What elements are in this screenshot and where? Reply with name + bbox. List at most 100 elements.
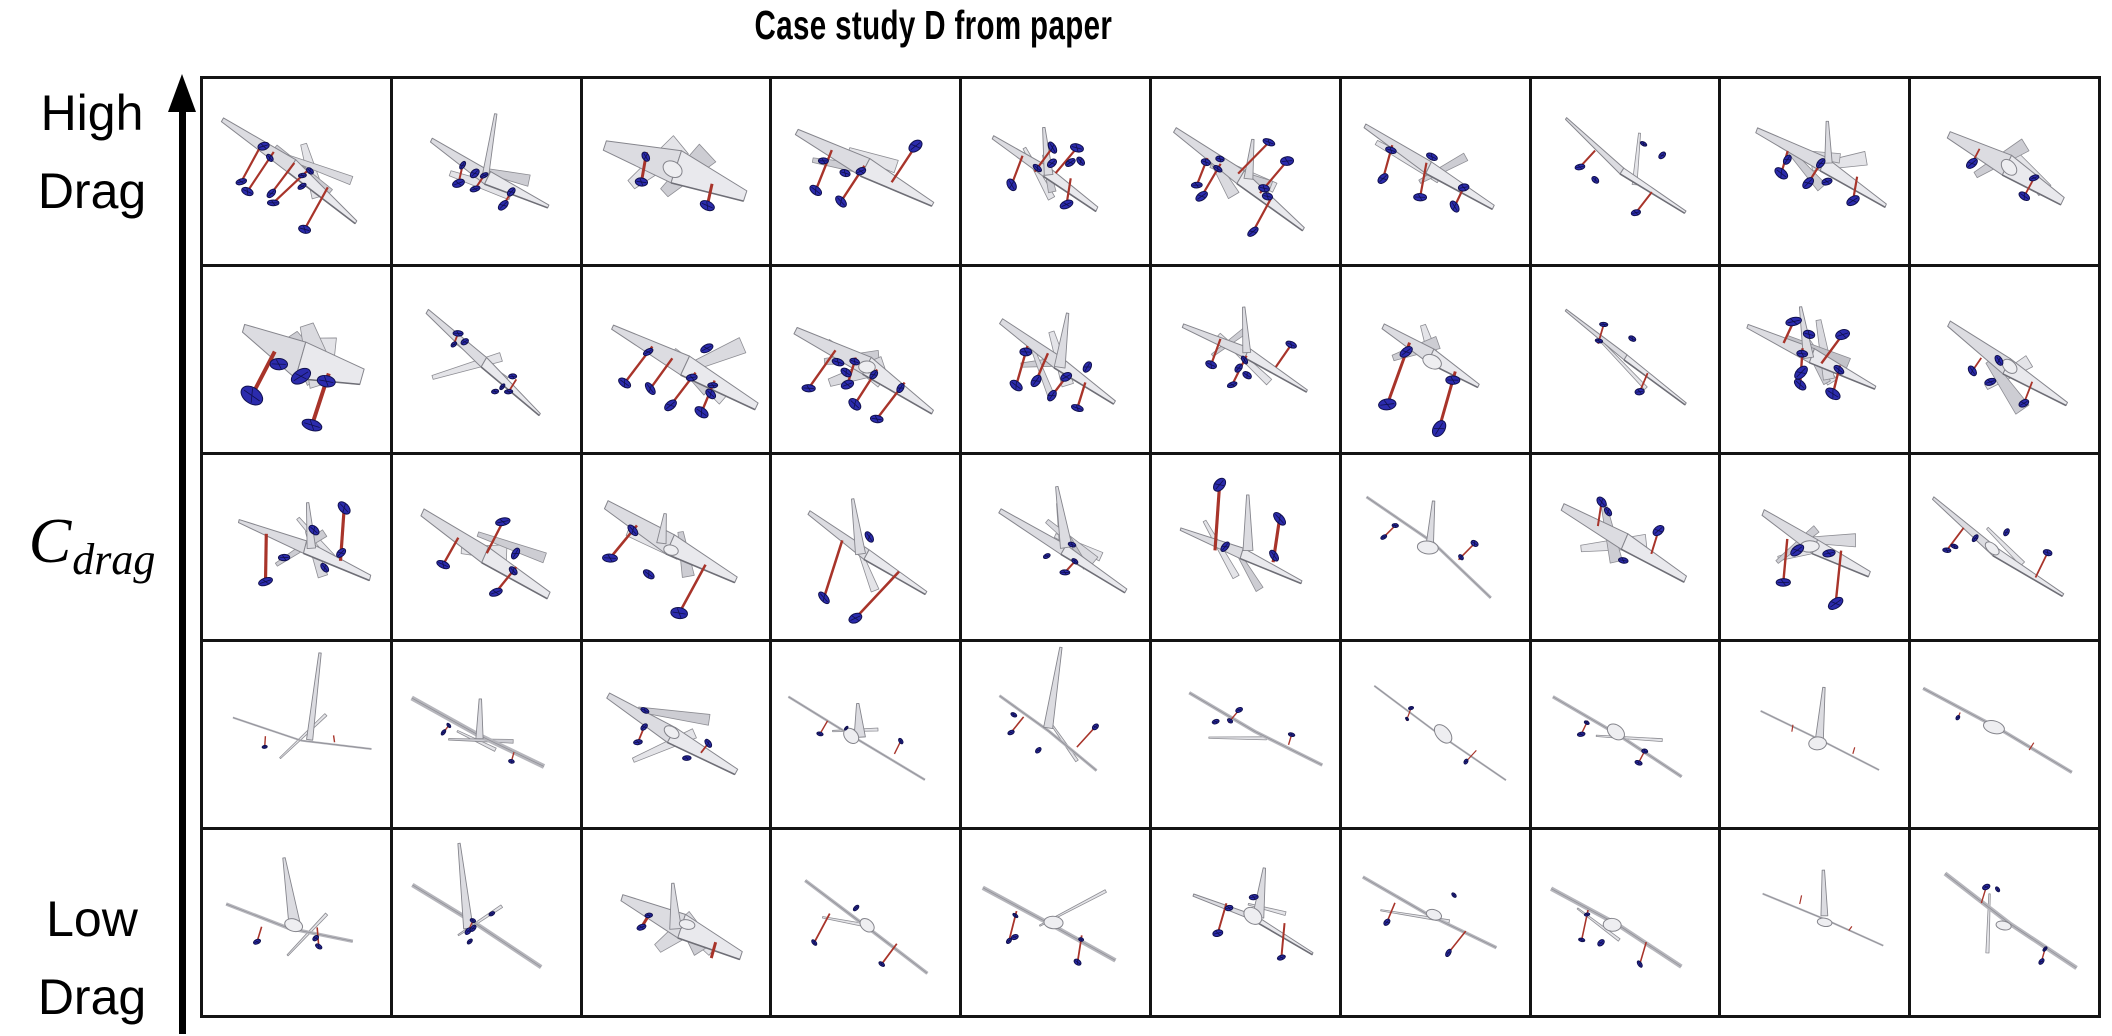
aircraft-render (962, 830, 1149, 1015)
figure-header: Case study D from paper (0, 2, 1866, 49)
grid-cell (203, 830, 390, 1015)
aircraft-render (962, 455, 1149, 640)
grid-cell (772, 79, 959, 264)
grid-cell (393, 79, 580, 264)
aircraft-render (1152, 79, 1339, 264)
aircraft-render (583, 642, 770, 827)
axis-label-low-drag: Low Drag (6, 880, 178, 1036)
grid-cell (583, 267, 770, 452)
grid-cell (1342, 267, 1529, 452)
grid-cell (772, 830, 959, 1015)
grid-cell (1532, 267, 1719, 452)
aircraft-render (1532, 79, 1719, 264)
grid-cell (1532, 79, 1719, 264)
aircraft-render (1342, 267, 1529, 452)
grid-cell (1152, 79, 1339, 264)
aircraft-render (1342, 642, 1529, 827)
grid-cell (583, 642, 770, 827)
grid-cell (393, 267, 580, 452)
grid-cell (583, 455, 770, 640)
drag-coefficient-main: C (29, 505, 72, 576)
grid-cell (1342, 830, 1529, 1015)
aircraft-render (583, 830, 770, 1015)
aircraft-render (1152, 642, 1339, 827)
aircraft-render (203, 79, 390, 264)
grid-cell (393, 642, 580, 827)
grid-cell (772, 267, 959, 452)
grid-cell (1911, 267, 2098, 452)
grid-cell (203, 267, 390, 452)
grid-cell (1911, 455, 2098, 640)
aircraft-render (1342, 455, 1529, 640)
grid-cell (393, 830, 580, 1015)
axis-label-high-line1: High (6, 74, 178, 152)
grid-cell (1152, 830, 1339, 1015)
aircraft-render (393, 455, 580, 640)
grid-cell (1721, 79, 1908, 264)
grid-cell (1342, 642, 1529, 827)
grid-cell (1721, 642, 1908, 827)
grid-cell (1721, 455, 1908, 640)
aircraft-render (393, 830, 580, 1015)
aircraft-render (583, 455, 770, 640)
grid-cell (772, 455, 959, 640)
grid-cell (1342, 455, 1529, 640)
aircraft-render (962, 79, 1149, 264)
grid-cell (1152, 642, 1339, 827)
aircraft-render (1342, 830, 1529, 1015)
aircraft-render (583, 79, 770, 264)
grid-cell (1532, 455, 1719, 640)
grid-cell (203, 455, 390, 640)
aircraft-render (203, 267, 390, 452)
aircraft-render (772, 455, 959, 640)
aircraft-render (203, 455, 390, 640)
drag-coefficient-subscript: drag (72, 535, 155, 584)
aircraft-render (1721, 79, 1908, 264)
grid-cell (772, 642, 959, 827)
aircraft-render (1911, 79, 2098, 264)
aircraft-render (1532, 830, 1719, 1015)
grid-cell (583, 79, 770, 264)
grid-cell (393, 455, 580, 640)
aircraft-render (1911, 642, 2098, 827)
up-arrow-icon (168, 74, 196, 112)
aircraft-render (1911, 267, 2098, 452)
grid-cell (1152, 455, 1339, 640)
aircraft-render (1532, 642, 1719, 827)
aircraft-render (772, 79, 959, 264)
figure-title: Case study D from paper (754, 2, 1112, 49)
aircraft-render (1721, 455, 1908, 640)
aircraft-render (1532, 455, 1719, 640)
axis-label-low-line1: Low (6, 880, 178, 958)
aircraft-render (1721, 830, 1908, 1015)
aircraft-render (203, 830, 390, 1015)
aircraft-render (1532, 267, 1719, 452)
aircraft-render (962, 642, 1149, 827)
aircraft-render (772, 267, 959, 452)
grid-cell (1721, 267, 1908, 452)
aircraft-render (203, 642, 390, 827)
aircraft-render (1721, 267, 1908, 452)
grid-cell (962, 830, 1149, 1015)
aircraft-render (1152, 455, 1339, 640)
grid-cell (962, 79, 1149, 264)
design-grid (200, 76, 2101, 1018)
axis-label-low-line2: Drag (6, 958, 178, 1036)
grid-cell (1532, 830, 1719, 1015)
grid-cell (1911, 830, 2098, 1015)
drag-axis-line (179, 108, 186, 1034)
aircraft-render (1152, 267, 1339, 452)
aircraft-render (772, 642, 959, 827)
aircraft-render (393, 267, 580, 452)
grid-cell (1532, 642, 1719, 827)
aircraft-render (772, 830, 959, 1015)
axis-label-high-drag: High Drag (6, 74, 178, 230)
aircraft-render (1911, 455, 2098, 640)
grid-cell (583, 830, 770, 1015)
grid-cell (1911, 642, 2098, 827)
grid-cell (1342, 79, 1529, 264)
aircraft-render (1721, 642, 1908, 827)
grid-cell (1152, 267, 1339, 452)
grid-cell (1721, 830, 1908, 1015)
aircraft-render (962, 267, 1149, 452)
